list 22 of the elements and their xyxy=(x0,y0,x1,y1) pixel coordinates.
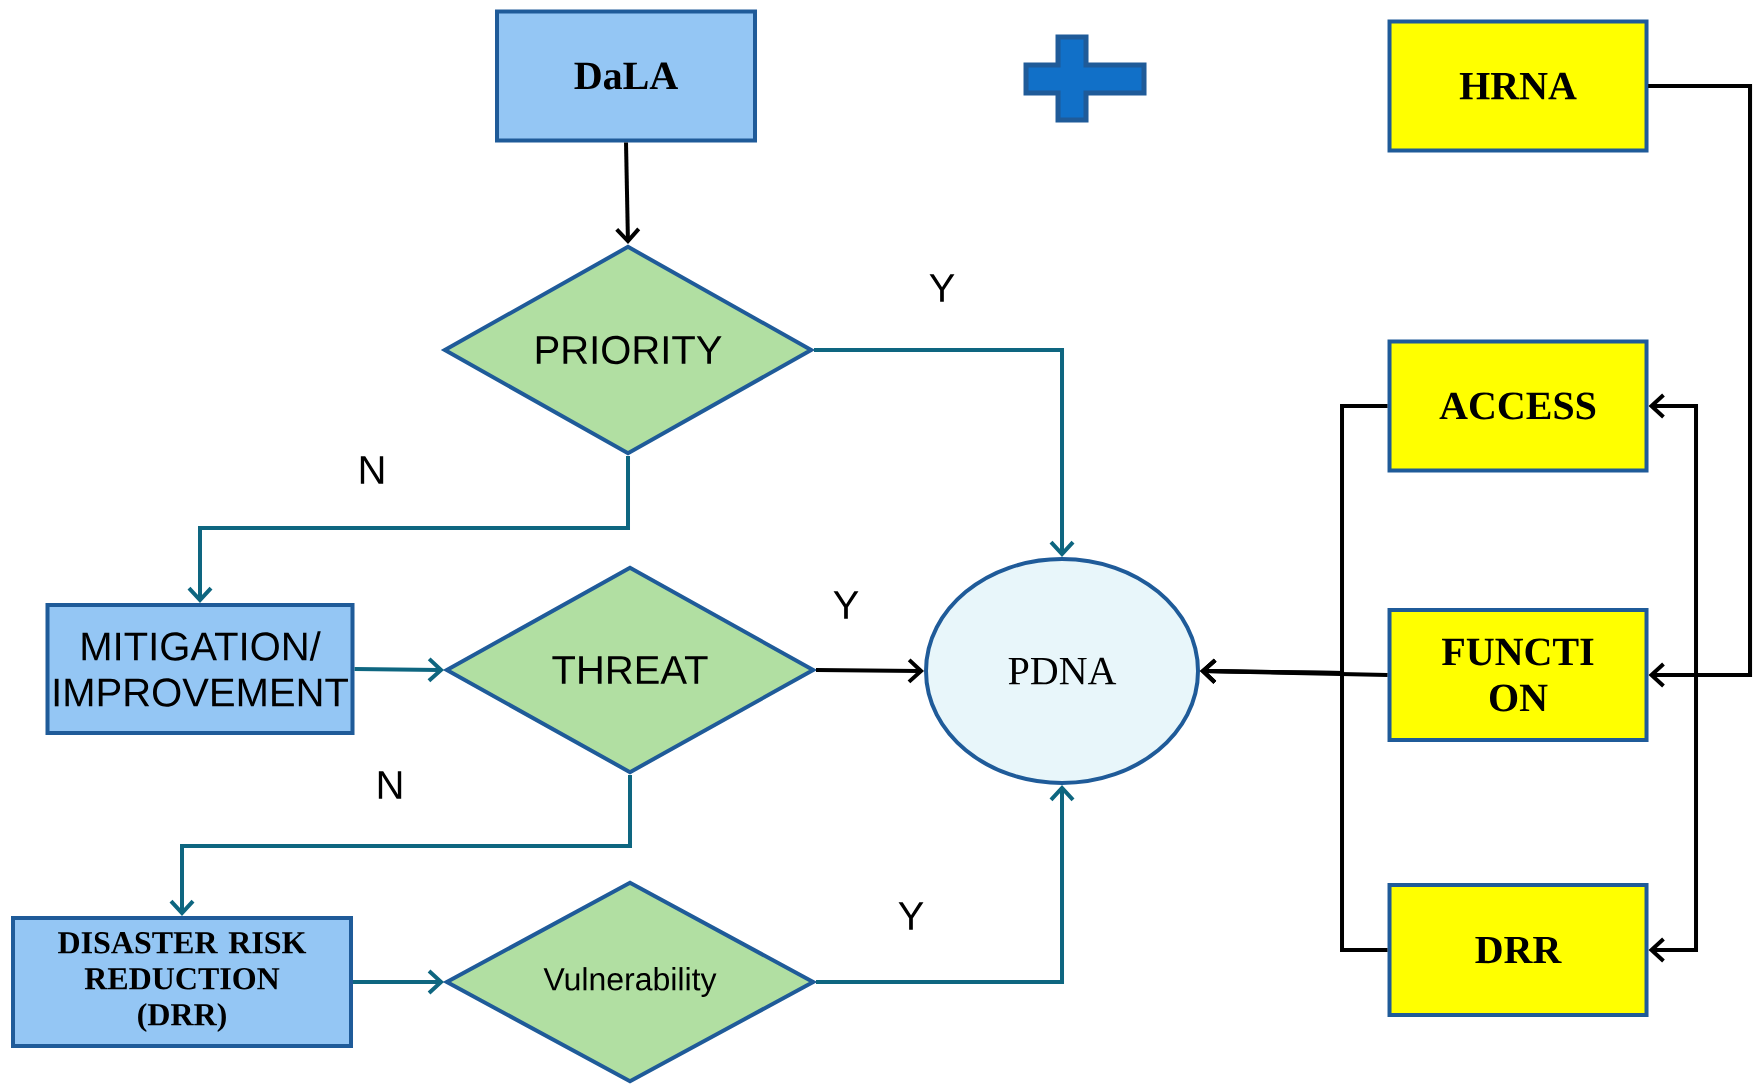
arrow xyxy=(1200,658,1388,952)
process-box: ACCESS xyxy=(1387,339,1649,473)
process-box: DISASTER RISK REDUCTION (DRR) xyxy=(11,916,353,1048)
edge-label: Y xyxy=(926,272,958,304)
arrow xyxy=(615,142,641,244)
arrow xyxy=(1648,84,1752,963)
arrow xyxy=(187,456,630,603)
process-box: DaLA xyxy=(495,9,757,143)
edge-label: Y xyxy=(895,900,927,932)
process-box: MITIGATION/ IMPROVEMENT xyxy=(45,603,355,735)
process-box: FUNCTI ON xyxy=(1387,608,1649,742)
arrow xyxy=(169,775,632,916)
arrow xyxy=(354,657,444,683)
arrow xyxy=(353,969,444,995)
arrow xyxy=(814,348,1075,557)
arrow xyxy=(816,785,1075,984)
edge-label: N xyxy=(373,769,407,801)
process-box: HRNA xyxy=(1387,19,1649,153)
edge-label: N xyxy=(355,454,389,486)
arrow xyxy=(816,658,924,684)
edge-label: Y xyxy=(830,589,862,621)
process-box: DRR xyxy=(1387,883,1649,1017)
